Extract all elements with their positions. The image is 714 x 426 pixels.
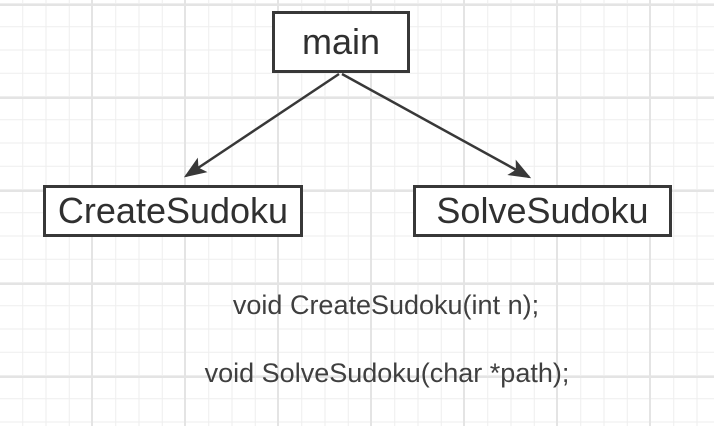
arrow-main-to-solvesudoku[interactable] bbox=[341, 72, 532, 179]
node-main[interactable]: main bbox=[272, 11, 410, 73]
arrow-main-to-createsudoku[interactable] bbox=[183, 72, 340, 178]
node-solvesudoku[interactable]: SolveSudoku bbox=[413, 185, 672, 237]
node-label: CreateSudoku bbox=[57, 190, 289, 231]
annotation-createsudoku-signature[interactable]: void CreateSudoku(int n); bbox=[232, 290, 540, 320]
node-label: SolveSudoku bbox=[436, 190, 649, 231]
annotation-solvesudoku-signature[interactable]: void SolveSudoku(char *path); bbox=[204, 358, 570, 388]
node-createsudoku[interactable]: CreateSudoku bbox=[43, 185, 303, 237]
arrow-line[interactable] bbox=[341, 72, 532, 179]
arrow-line[interactable] bbox=[183, 72, 340, 178]
node-label: main bbox=[301, 21, 381, 62]
